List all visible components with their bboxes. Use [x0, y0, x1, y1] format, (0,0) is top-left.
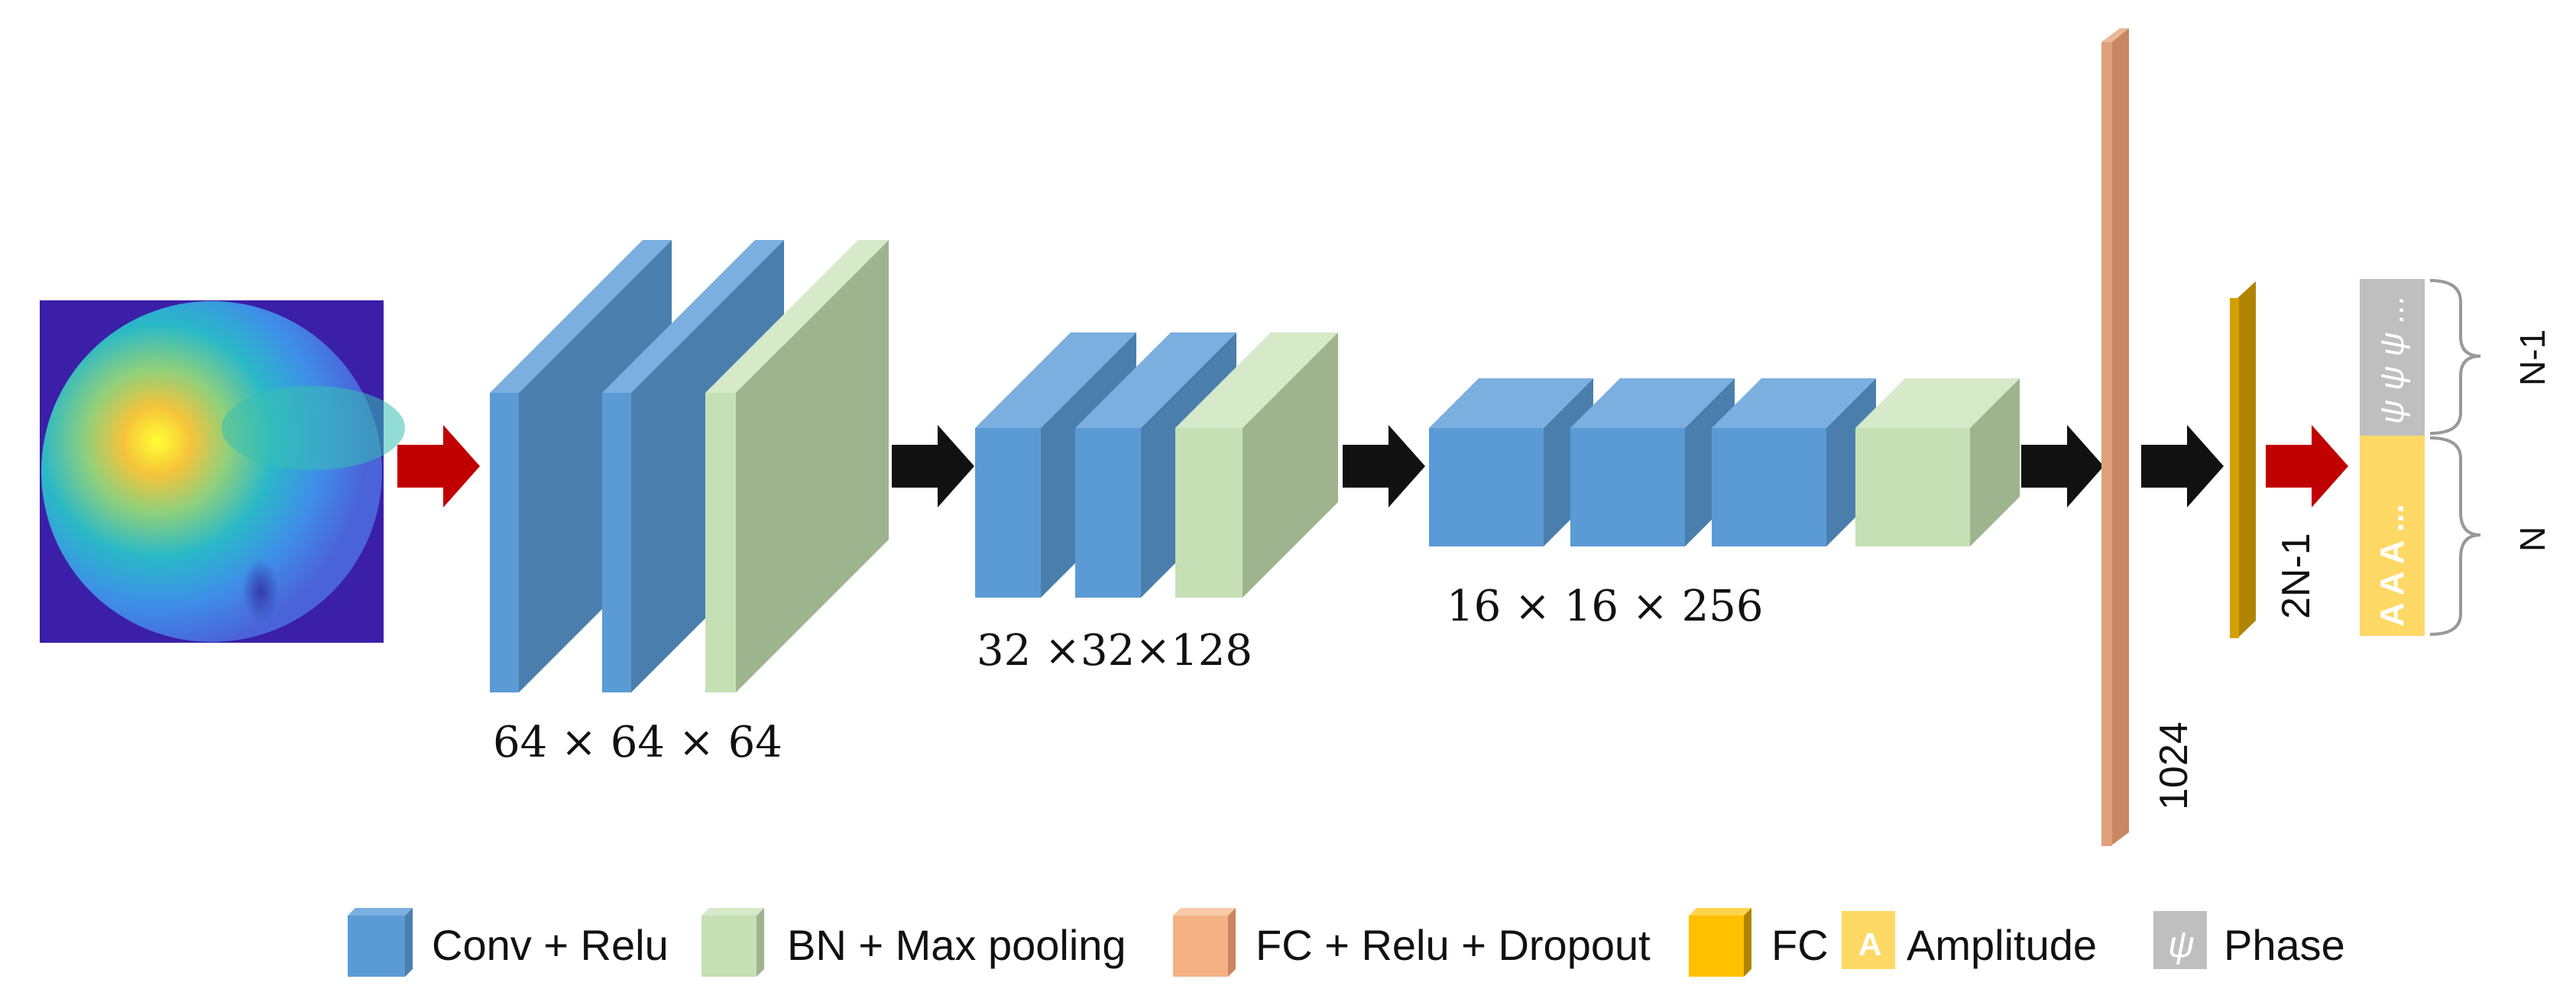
arrow-block3-to-fc1	[2021, 425, 2104, 507]
legend-bn: BN + Max pooling	[702, 908, 1126, 977]
block3-bn	[1855, 378, 2020, 546]
legend-phase-glyph: ψ	[2168, 925, 2195, 965]
block1-bn	[705, 240, 889, 692]
phase-cells	[2360, 279, 2425, 436]
legend-phase-label: Phase	[2224, 921, 2345, 969]
legend-fc-relu: FC + Relu + Dropout	[1173, 908, 1651, 977]
input-intensity-image	[40, 300, 405, 643]
brace-top	[2429, 279, 2481, 435]
arrow-block2-to-block3	[1343, 425, 1425, 507]
legend-conv: Conv + Relu	[348, 908, 669, 977]
legend-fc-relu-label: FC + Relu + Dropout	[1256, 921, 1651, 969]
block3-conv-b	[1570, 378, 1735, 546]
legend-fc: FC	[1689, 908, 1829, 977]
block2-dims-label: 32 ×32×128	[977, 626, 1252, 676]
legend-phase: ψ Phase	[2153, 911, 2345, 969]
flow-arrows	[397, 425, 2348, 507]
fc1-size-label: 1024	[2152, 721, 2196, 810]
legend-conv-label: Conv + Relu	[432, 921, 669, 969]
phase-cells-label: ψ ψ ψ ...	[2373, 295, 2411, 424]
fc-relu-dropout-layer	[2101, 28, 2129, 846]
brace-top-label: N-1	[2513, 329, 2552, 386]
arrow-fc2-to-output	[2266, 425, 2348, 507]
block1-conv-a	[490, 240, 672, 692]
legend-amplitude-glyph: A	[1858, 926, 1881, 962]
legend-bn-label: BN + Max pooling	[787, 921, 1126, 969]
layer-blocks	[490, 240, 2020, 692]
block1-dims-label: 64 × 64 × 64	[493, 718, 783, 767]
arrow-fc1-to-fc2	[2141, 425, 2224, 507]
legend-amplitude-label: Amplitude	[1907, 921, 2097, 969]
amplitude-cells	[2360, 436, 2425, 636]
block3-conv-a	[1429, 378, 1593, 546]
arrow-input-to-block1	[397, 425, 480, 507]
block3-conv-c	[1712, 378, 1876, 546]
legend-fc-label: FC	[1771, 921, 1829, 969]
fc2-size-label: 2N-1	[2274, 533, 2318, 619]
output-vector: ψ ψ ψ ... A A A ...	[2360, 279, 2425, 636]
fc-layer	[2230, 281, 2256, 638]
legend: Conv + Relu BN + Max pooling FC + Relu +…	[348, 908, 2345, 977]
block2-bn	[1175, 332, 1338, 598]
amplitude-cells-label: A A A ...	[2373, 504, 2411, 627]
arrow-block1-to-block2	[892, 425, 974, 507]
brace-bottom-label: N	[2513, 527, 2552, 552]
brace-bottom	[2429, 436, 2481, 636]
legend-amplitude: A Amplitude	[1842, 911, 2097, 969]
block3-dims-label: 16 × 16 × 256	[1447, 582, 1763, 631]
